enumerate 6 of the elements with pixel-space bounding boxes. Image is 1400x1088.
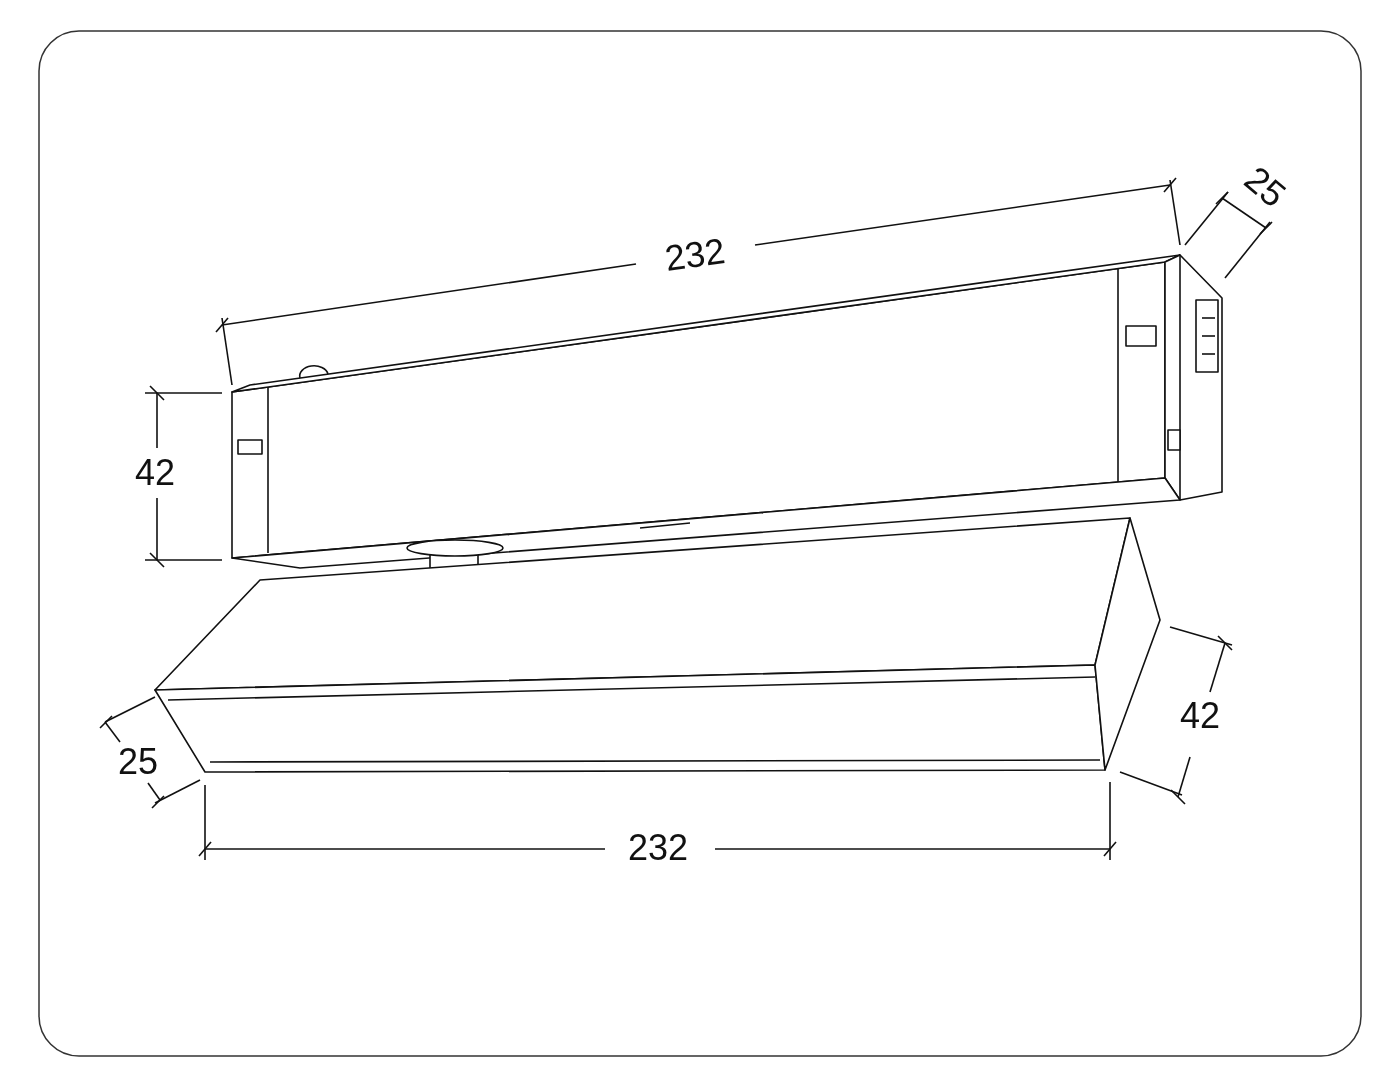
- dimension-label: 25: [1238, 160, 1292, 214]
- dimension-label: 232: [627, 830, 689, 866]
- dimension-label: 42: [135, 455, 175, 491]
- dimension-label: 42: [1180, 698, 1220, 734]
- dimension-label: 25: [118, 744, 158, 780]
- dimension-label: 232: [662, 233, 728, 277]
